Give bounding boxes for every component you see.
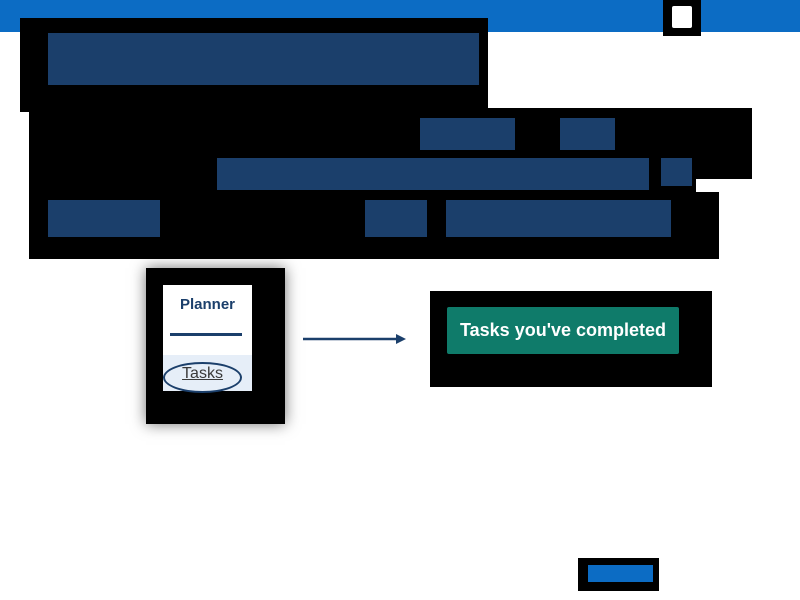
redacted-word [217,158,649,190]
bottom-action-button[interactable] [588,565,653,582]
planner-title: Planner [179,296,236,313]
highlight-oval [163,362,242,393]
redacted-paragraph-block [671,192,719,259]
redacted-word [48,200,160,237]
tasks-link[interactable]: Tasks [182,365,223,382]
redacted-word [420,118,515,150]
redacted-word [446,200,671,237]
tasks-completed-button[interactable]: Tasks you've completed [447,307,679,354]
redacted-word [661,158,692,186]
redacted-word [365,200,427,237]
planner-title-underline [170,333,242,336]
close-button[interactable] [663,0,701,36]
redacted-heading-text [48,33,479,85]
close-icon [672,6,692,28]
arrow-right-icon [303,334,406,344]
redacted-word [560,118,615,150]
